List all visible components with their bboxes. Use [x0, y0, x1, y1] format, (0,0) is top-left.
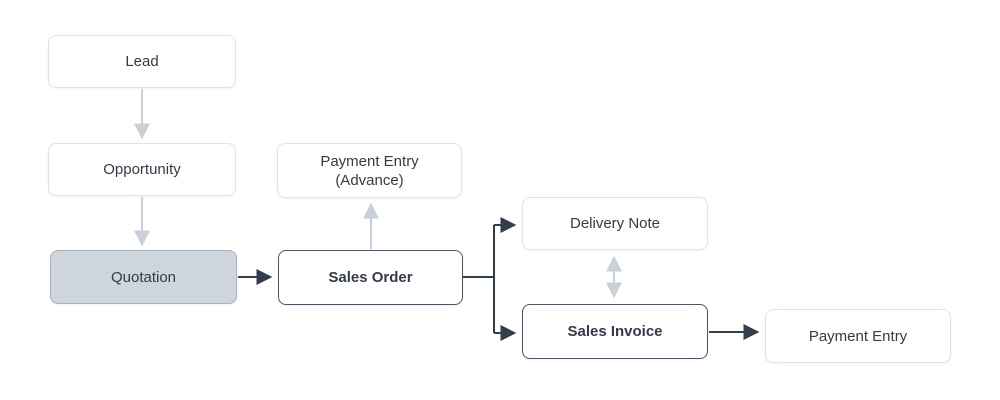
node-payment-entry-advance-line2: (Advance) — [335, 171, 404, 189]
node-opportunity: Opportunity — [48, 143, 236, 196]
edge-salesorder-branch-trunk — [463, 225, 495, 333]
node-delivery-note-label: Delivery Note — [569, 215, 661, 232]
node-lead-label: Lead — [125, 53, 159, 70]
node-opportunity-label: Opportunity — [103, 161, 181, 178]
node-quotation: Quotation — [50, 250, 237, 304]
node-lead: Lead — [48, 35, 236, 88]
node-payment-entry-label: Payment Entry — [808, 327, 908, 345]
node-delivery-note: Delivery Note — [522, 197, 708, 250]
node-sales-invoice: Sales Invoice — [522, 304, 708, 359]
node-sales-order-label: Sales Order — [328, 269, 413, 286]
node-sales-order: Sales Order — [278, 250, 463, 305]
node-payment-entry: Payment Entry — [765, 309, 951, 363]
node-payment-entry-advance-line1: Payment Entry — [320, 152, 419, 170]
node-quotation-label: Quotation — [110, 268, 177, 286]
node-sales-invoice-label: Sales Invoice — [567, 323, 663, 340]
node-payment-entry-advance: Payment Entry (Advance) — [277, 143, 462, 198]
